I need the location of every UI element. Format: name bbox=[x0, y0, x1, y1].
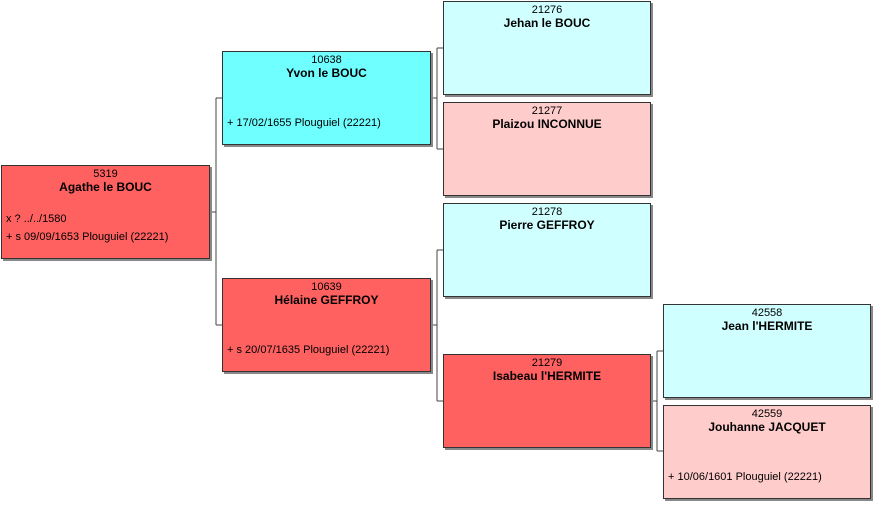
person-number: 21278 bbox=[531, 206, 563, 218]
death-info: + 17/02/1655 Plouguiel (22221) bbox=[227, 117, 381, 129]
person-number: 10638 bbox=[311, 54, 342, 66]
person-name: Yvon le BOUC bbox=[286, 66, 367, 80]
death-info: + 10/06/1601 Plouguiel (22221) bbox=[668, 471, 822, 483]
person-box-21279[interactable]: 21279 Isabeau l'HERMITE bbox=[443, 354, 651, 448]
person-box-10639[interactable]: 10639 Hélaine GEFFROY + s 20/07/1635 Plo… bbox=[222, 278, 431, 372]
marriage-info: x ? ../../1580 bbox=[6, 213, 67, 225]
person-number: 21279 bbox=[531, 357, 563, 369]
person-number: 10639 bbox=[311, 281, 342, 293]
person-box-5319[interactable]: 5319 Agathe le BOUC x ? ../../1580 + s 0… bbox=[1, 165, 210, 259]
person-name: Plaizou INCONNUE bbox=[492, 117, 602, 131]
person-box-42558[interactable]: 42558 Jean l'HERMITE bbox=[663, 304, 871, 398]
person-number: 42559 bbox=[751, 408, 783, 420]
person-name: Jean l'HERMITE bbox=[721, 319, 813, 333]
person-box-42559[interactable]: 42559 Jouhanne JACQUET + 10/06/1601 Plou… bbox=[663, 405, 871, 499]
person-name: Isabeau l'HERMITE bbox=[492, 369, 602, 383]
person-number: 21276 bbox=[531, 4, 563, 16]
burial-info: + s 20/07/1635 Plouguiel (22221) bbox=[227, 344, 390, 356]
person-box-21277[interactable]: 21277 Plaizou INCONNUE bbox=[443, 102, 651, 196]
person-name: Hélaine GEFFROY bbox=[274, 293, 379, 307]
person-name: Pierre GEFFROY bbox=[499, 218, 595, 232]
person-box-10638[interactable]: 10638 Yvon le BOUC + 17/02/1655 Plouguie… bbox=[222, 51, 431, 145]
person-number: 42558 bbox=[751, 307, 783, 319]
person-box-21276[interactable]: 21276 Jehan le BOUC bbox=[443, 1, 651, 95]
person-name: Jehan le BOUC bbox=[503, 16, 591, 30]
person-number: 5319 bbox=[93, 168, 118, 180]
person-number: 21277 bbox=[531, 105, 563, 117]
person-name: Jouhanne JACQUET bbox=[708, 420, 826, 434]
burial-info: + s 09/09/1653 Plouguiel (22221) bbox=[6, 231, 169, 243]
person-box-21278[interactable]: 21278 Pierre GEFFROY bbox=[443, 203, 651, 297]
person-name: Agathe le BOUC bbox=[59, 180, 152, 194]
